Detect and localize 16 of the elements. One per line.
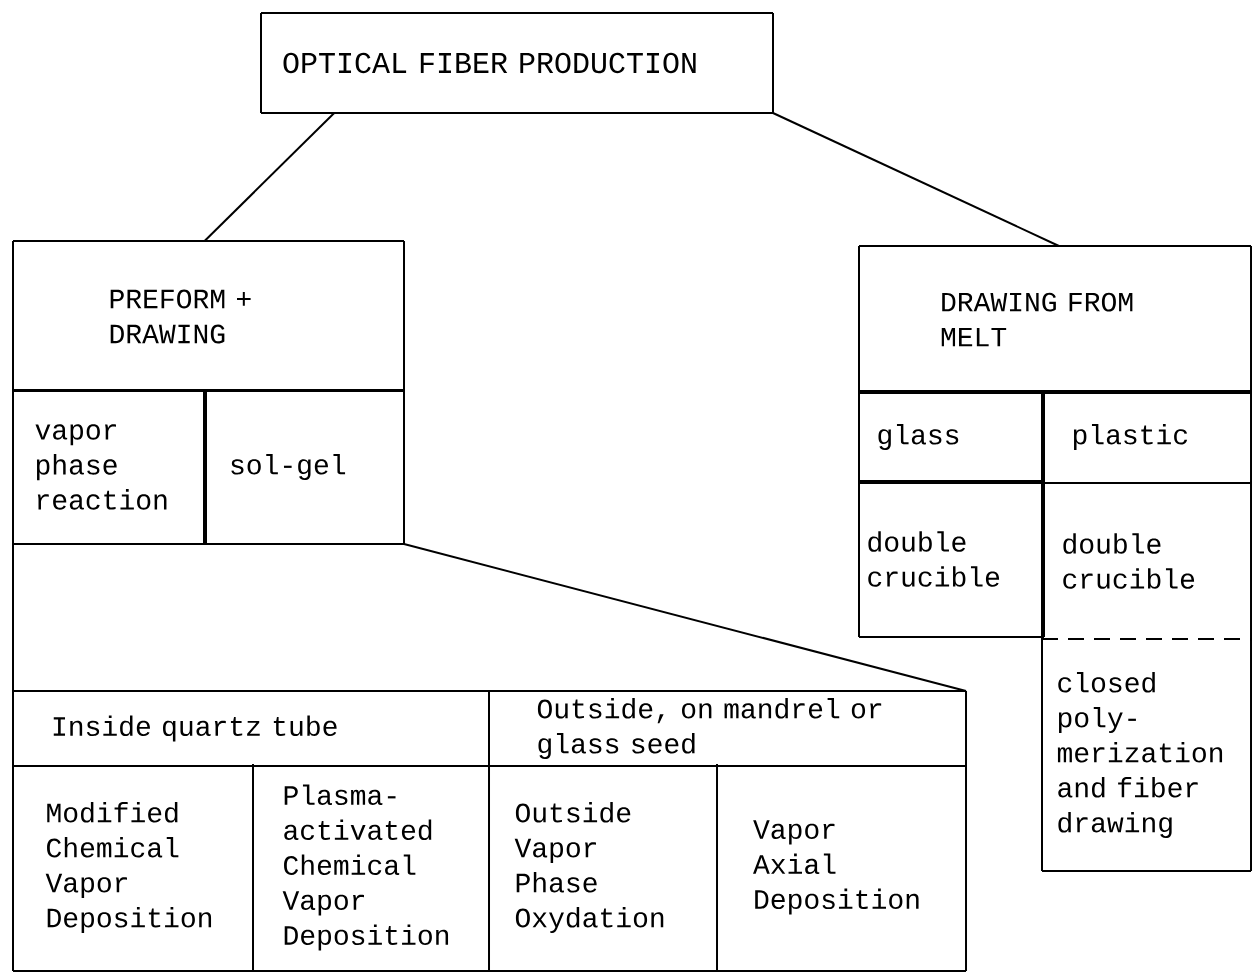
- connector-line: [772, 112, 1060, 247]
- connector-line: [203, 112, 336, 242]
- table-cell: plastic: [1041, 390, 1252, 484]
- table-box: [12, 690, 967, 972]
- connector-line: [403, 543, 967, 692]
- table-cell: sol-gel: [203, 389, 405, 545]
- connector-line: [12, 543, 14, 692]
- title-box: OPTICAL FIBER PRODUCTION: [260, 12, 774, 114]
- table-cell: Inside quartz tube: [12, 690, 490, 767]
- table-cell: glass: [858, 390, 1045, 484]
- table-cell: vapor phase reaction: [12, 389, 207, 545]
- category-box: DRAWING FROM MELT: [858, 245, 1252, 394]
- table-cell: double crucible: [1041, 480, 1252, 642]
- table-cell: Vapor Axial Deposition: [753, 820, 919, 915]
- table-cell: double crucible: [858, 480, 1045, 638]
- table-cell: closed poly-merization and fiber drawing: [1041, 638, 1252, 872]
